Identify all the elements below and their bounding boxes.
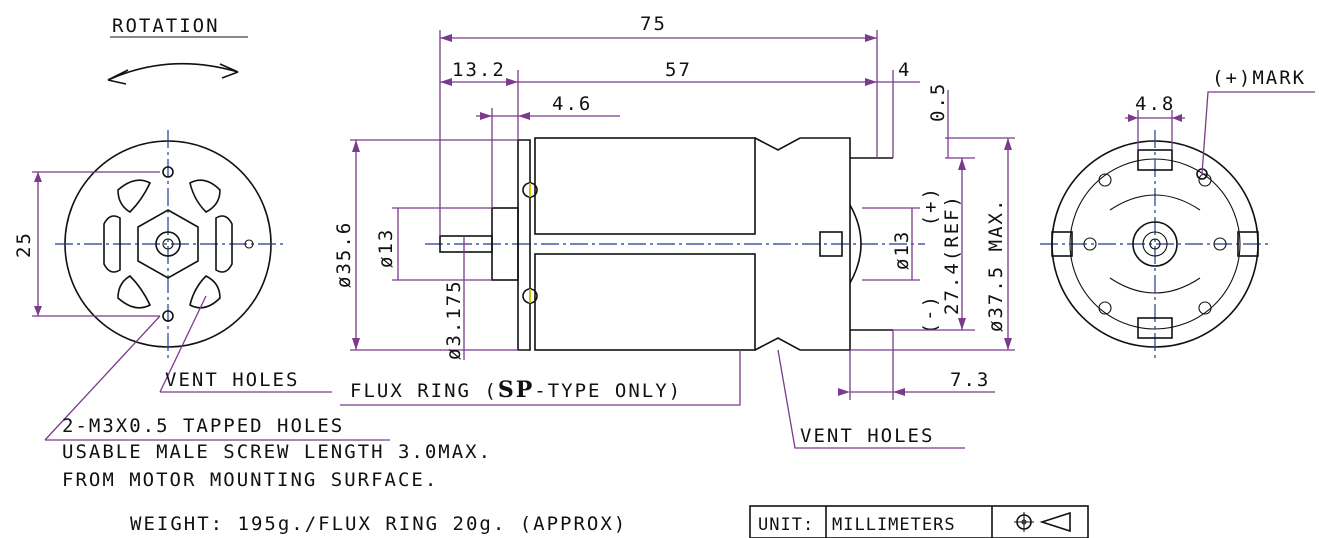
dim-27-4-label: 27.4(REF) <box>941 194 963 315</box>
unit-box: UNIT: MILLIMETERS <box>749 505 1089 538</box>
vent-leader <box>159 295 207 393</box>
vent-holes-right-label: VENT HOLES <box>800 425 934 447</box>
housing-lower <box>534 253 756 351</box>
brush-slot <box>1109 277 1201 294</box>
mount-surface-label: FROM MOTOR MOUNTING SURFACE. <box>62 469 438 491</box>
housing-upper <box>534 137 756 235</box>
vent-hole <box>117 274 152 309</box>
vent-hole <box>103 215 121 273</box>
hex-boss <box>137 209 199 279</box>
terminal-tab-bottom <box>1137 317 1173 339</box>
tapped-hole <box>162 166 174 178</box>
rotation-arrow-icon <box>107 62 239 85</box>
dim-dia3-175-label: ø3.175 <box>443 279 465 360</box>
front-flange <box>517 139 531 351</box>
side-notch <box>1237 231 1259 257</box>
minus-label: (-) <box>920 296 942 336</box>
index-hole <box>244 239 254 249</box>
vent-hole <box>189 179 221 213</box>
dim-75-label: 75 <box>640 13 667 35</box>
terminal-tab-top <box>1137 149 1173 171</box>
rear-bearing <box>819 231 843 257</box>
tapped-holes-label: 2-M3X0.5 TAPPED HOLES <box>62 415 344 437</box>
tapped-leader <box>44 315 161 441</box>
unit-label: UNIT: <box>758 515 814 535</box>
vent-hole <box>117 179 152 214</box>
front-end-view: ROTATION 25 VENT HOLES <box>13 15 627 535</box>
unit-frame <box>749 505 1089 538</box>
dim-dia13-left-label: ø13 <box>375 228 397 268</box>
rear-bell <box>754 137 851 351</box>
side-notch <box>1051 231 1073 257</box>
dim-13-2-label: 13.2 <box>452 59 506 81</box>
dim-7-3-label: 7.3 <box>950 369 990 391</box>
side-view: 75 13.2 57 4 4.6 0.5 ø35.6 <box>333 13 1015 449</box>
plus-label: (+) <box>920 188 942 228</box>
rotation-label: ROTATION <box>112 15 220 37</box>
plus-mark-leader <box>1201 91 1315 175</box>
dim-dia13-right-label: ø13 <box>891 230 913 270</box>
rear-bearing-face <box>1132 221 1178 267</box>
projection-symbol-icon <box>1014 511 1071 533</box>
bearing-boss <box>155 231 181 257</box>
dim-dia35-6-label: ø35.6 <box>333 221 355 288</box>
flux-ring-label: FLUX RING (SP-TYPE ONLY) <box>350 377 682 403</box>
rear-end-view: 4.8 (+)MARK <box>1040 67 1315 360</box>
unit-value: MILLIMETERS <box>832 515 956 535</box>
weight-label: WEIGHT: 195g./FLUX RING 20g. (APPROX) <box>130 513 627 535</box>
vent-holes-left-label: VENT HOLES <box>165 369 299 391</box>
vent-hole <box>189 275 221 309</box>
vent-hole <box>215 215 233 273</box>
dim-25-label: 25 <box>13 231 35 258</box>
rear-cap <box>849 204 862 284</box>
tapped-hole <box>162 310 174 322</box>
dim-4-label: 4 <box>898 59 911 81</box>
dim-dia37-5-label: ø37.5 MAX. <box>985 198 1007 332</box>
dim-4-6-label: 4.6 <box>552 93 592 115</box>
dim-57-label: 57 <box>665 59 692 81</box>
dim-4-8-label: 4.8 <box>1135 93 1175 115</box>
dim-0-5-label: 0.5 <box>927 82 949 122</box>
flux-leader <box>340 350 741 406</box>
vent-right-leader <box>777 349 965 449</box>
plus-mark-label: (+)MARK <box>1212 67 1306 89</box>
brush-slot <box>1109 194 1201 211</box>
screw-length-label: USABLE MALE SCREW LENGTH 3.0MAX. <box>62 441 492 463</box>
